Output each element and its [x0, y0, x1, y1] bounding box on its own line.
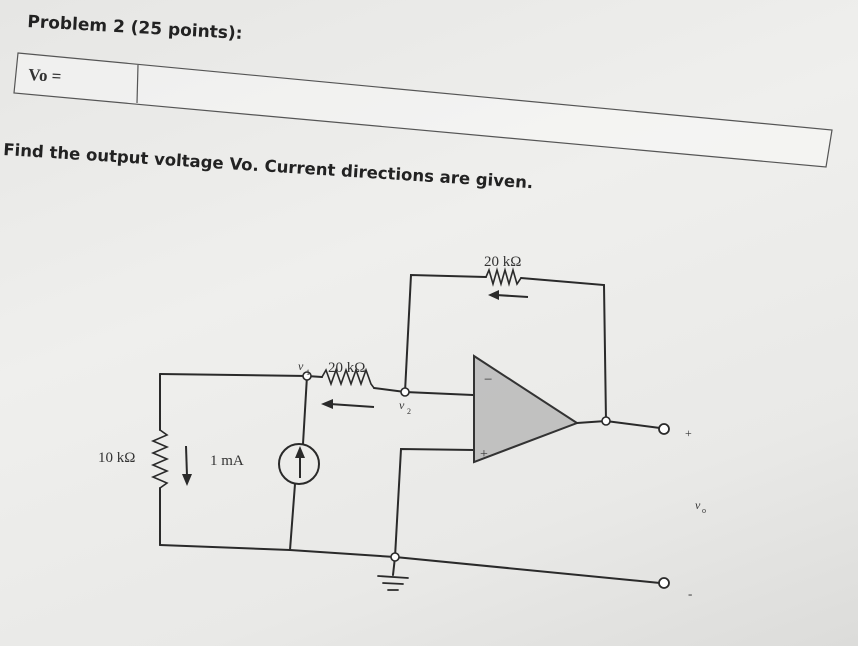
- output-wire: [605, 420, 661, 429]
- feedback-resistor: [485, 267, 522, 287]
- inverting-input-sign: −: [484, 372, 492, 388]
- junction-output-dot: [601, 416, 611, 426]
- output-plus-sign: +: [685, 426, 692, 440]
- feedback-wire-left: [404, 273, 487, 393]
- circuit-diagram: [150, 267, 661, 591]
- answer-box: [13, 52, 833, 168]
- junction-v1-dot: [302, 371, 312, 381]
- left-resistor-current-arrow: [182, 445, 192, 486]
- junction-dots: [302, 371, 611, 562]
- left-resistor: [150, 429, 170, 489]
- top-left-wire: [159, 373, 323, 378]
- feedback-current-arrow: [488, 290, 529, 300]
- input-current-arrow: [321, 399, 375, 409]
- bottom-wire: [159, 544, 661, 584]
- ground-symbol: [377, 575, 409, 591]
- answer-box-label: Vo =: [28, 65, 62, 86]
- current-source-label: 1 mA: [210, 453, 244, 469]
- current-source-wire-top: [302, 375, 308, 445]
- left-resistor-label: 10 kΩ: [98, 450, 135, 466]
- v2-wire: [373, 387, 474, 396]
- current-source: [278, 443, 320, 485]
- input-resistor-label: 20 kΩ: [328, 360, 365, 376]
- output-terminals: [658, 423, 670, 589]
- op-amp: [473, 354, 580, 464]
- output-terminal-plus: [658, 423, 670, 435]
- node-v1-label: v: [298, 359, 304, 373]
- answer-box-divider: [136, 64, 139, 104]
- current-source-wire-bottom: [289, 483, 296, 551]
- noninverting-wire: [392, 447, 475, 576]
- output-minus-sign: -: [688, 586, 692, 601]
- junction-v2-dot: [400, 387, 410, 397]
- opamp-output-wire: [576, 420, 607, 424]
- junction-ground-dot: [390, 552, 400, 562]
- input-resistor: [321, 367, 375, 389]
- noninverting-input-sign: +: [480, 447, 488, 462]
- node-v2-label: v: [399, 398, 405, 412]
- output-voltage-subscript: o: [702, 506, 706, 515]
- current-arrows: [182, 290, 529, 486]
- current-source-arrow: [295, 446, 305, 478]
- feedback-resistor-label: 20 kΩ: [484, 254, 521, 270]
- feedback-wire-right: [520, 277, 607, 422]
- node-v1-subscript: 1: [306, 368, 310, 377]
- output-terminal-minus: [658, 577, 670, 589]
- output-voltage-label: v: [695, 498, 701, 512]
- node-v2-subscript: 2: [407, 407, 411, 416]
